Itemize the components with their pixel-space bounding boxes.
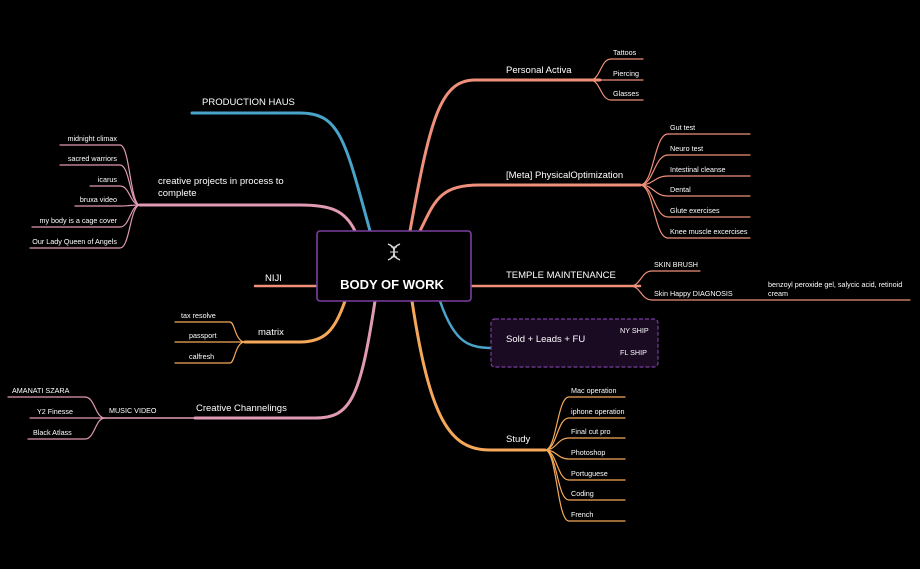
connector-creative-projects [138,203,357,233]
leaf-skin-brush[interactable]: SKIN BRUSH [654,260,698,269]
leaf-tax-resolve[interactable]: tax resolve [181,311,216,320]
connector-creative-channelings [193,299,377,420]
leaf-sacred-warriors[interactable]: sacred warriors [68,154,118,163]
connector-leaf-mv-2 [27,417,106,440]
central-title: BODY OF WORK [340,277,444,292]
leaf-mac-operation[interactable]: Mac operation [571,386,617,395]
leaf-knee-muscle[interactable]: Knee muscle excercises [670,227,748,236]
leaf-diagnosis-detail-line1[interactable]: benzoyl peroxide gel, salycic acid, reti… [768,280,902,289]
central-node-box[interactable] [316,230,472,302]
branch-physical-optimization[interactable]: [Meta] PhysicalOptimization [506,170,623,181]
leaf-intestinal-cleanse[interactable]: Intestinal cleanse [670,165,726,174]
leaf-midnight-climax[interactable]: midnight climax [67,134,117,143]
leaf-passport[interactable]: passport [189,331,217,340]
connector-leaf-pa-2 [589,79,644,101]
branch-niji[interactable]: NIJI [265,273,282,284]
branch-production-haus[interactable]: PRODUCTION HAUS [202,97,295,108]
leaf-dental[interactable]: Dental [670,185,691,194]
leaf-y2-finesse[interactable]: Y2 Finesse [37,407,73,416]
sold-leads-box[interactable] [490,318,659,368]
leaf-our-lady-queen[interactable]: Our Lady Queen of Angels [32,237,117,246]
branch-creative-projects-line2: complete [158,188,197,199]
leaf-coding[interactable]: Coding [571,489,594,498]
leaf-diagnosis-detail-line2: cream [768,289,788,298]
leaf-black-atlass[interactable]: Black Atlass [33,428,72,437]
leaf-glasses[interactable]: Glasses [613,89,639,98]
connector-leaf-diagnosis [629,285,911,301]
leaf-gut-test[interactable]: Gut test [670,123,695,132]
leaf-my-body-cage-cover[interactable]: my body is a cage cover [39,216,117,225]
leaf-calfresh[interactable]: calfresh [189,352,214,361]
connector-personal-activa [408,78,602,233]
leaf-french[interactable]: French [571,510,593,519]
leaf-tattoos[interactable]: Tattoos [613,48,637,57]
leaf-amanati-szara[interactable]: AMANATI SZARA [12,386,70,395]
leaf-piercing[interactable]: Piercing [613,69,639,78]
connector-leaf-matrix-0 [174,321,246,343]
connector-production-haus [190,111,372,233]
leaf-fl-ship[interactable]: FL SHIP [620,348,647,357]
connector-leaf-cp-5 [29,204,141,249]
dna-icon [387,243,401,261]
leaf-photoshop[interactable]: Photoshop [571,448,605,457]
leaf-iphone-operation[interactable]: iphone operation [571,407,625,416]
branch-personal-activa[interactable]: Personal Activa [506,65,572,76]
connector-leaf-po-0 [639,133,751,186]
branch-sold-leads[interactable]: Sold + Leads + FU [506,334,585,345]
connector-leaf-skin-brush [629,270,701,287]
leaf-skin-happy-diagnosis[interactable]: Skin Happy DIAGNOSIS [654,289,733,298]
branch-temple-maintenance[interactable]: TEMPLE MAINTENANCE [506,270,616,281]
central-node[interactable]: BODY OF WORK [316,230,472,302]
connector-leaf-po-2 [639,175,751,186]
connector-leaf-study-2 [544,437,626,451]
connector-leaf-cp-2 [89,185,141,206]
branch-creative-channelings[interactable]: Creative Channelings [196,403,287,414]
branch-study[interactable]: Study [506,434,531,445]
connector-leaf-pa-0 [589,58,644,81]
leaf-neuro-test[interactable]: Neuro test [670,144,703,153]
leaf-ny-ship[interactable]: NY SHIP [620,326,649,335]
connector-leaf-matrix-2 [174,341,246,364]
branch-creative-projects-line1[interactable]: creative projects in process to [158,176,284,187]
branch-matrix[interactable]: matrix [258,327,284,338]
connector-leaf-study-0 [544,396,626,451]
connector-physical-optimization [418,183,642,233]
node-music-video[interactable]: MUSIC VIDEO [109,406,157,415]
connector-leaf-study-1 [544,417,626,451]
leaf-bruxa-video[interactable]: bruxa video [80,195,117,204]
connector-leaf-study-6 [544,449,626,522]
connector-leaf-po-5 [639,184,751,239]
connector-leaf-po-1 [639,154,751,186]
connector-leaf-po-3 [639,184,751,197]
leaf-final-cut-pro[interactable]: Final cut pro [571,427,611,436]
connector-leaf-cp-3 [74,204,141,207]
leaf-glute-exercises[interactable]: Glute exercises [670,206,720,215]
leaf-icarus[interactable]: icarus [98,175,118,184]
connector-study [410,299,547,452]
connector-leaf-mv-0 [7,396,106,419]
connector-leaf-cp-1 [59,164,141,206]
connector-matrix [243,299,347,344]
leaf-portuguese[interactable]: Portuguese [571,469,608,478]
